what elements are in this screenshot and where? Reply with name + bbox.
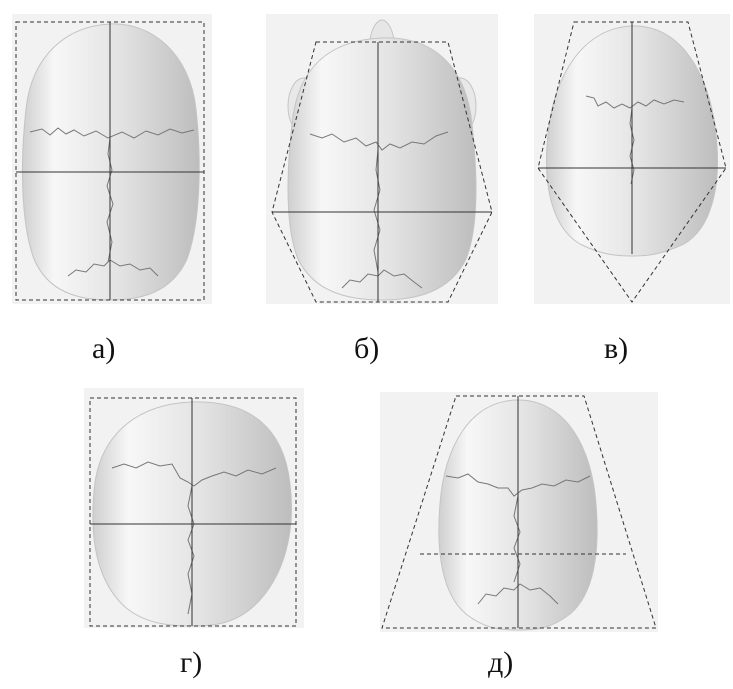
skull-a-drawing — [15, 21, 205, 301]
skull-outline — [21, 23, 200, 301]
coronal-suture — [111, 461, 277, 487]
sagittal-suture — [513, 495, 521, 583]
skull-diagram-g — [84, 388, 304, 628]
bounding-rhombus — [537, 21, 727, 303]
nose-tip — [369, 19, 395, 41]
skull-diagram-b — [266, 14, 498, 304]
skull-outline — [287, 37, 477, 301]
skull-diagram-a — [12, 14, 212, 304]
caption-g: г) — [180, 646, 203, 679]
caption-d: д) — [488, 646, 514, 679]
skull-diagram-v — [534, 14, 730, 304]
lambdoid-suture — [341, 269, 423, 289]
coronal-suture — [585, 95, 685, 109]
coronal-suture — [309, 131, 449, 151]
sagittal-suture — [373, 149, 381, 273]
skull-d-drawing — [381, 395, 657, 631]
caption-b: б) — [354, 332, 380, 365]
skull-g-drawing — [89, 397, 297, 627]
caption-v: в) — [604, 332, 629, 365]
bounding-trapezoid — [381, 395, 657, 629]
caption-a: а) — [92, 332, 116, 365]
sagittal-suture — [187, 485, 195, 615]
coronal-suture — [29, 127, 195, 139]
skull-v-drawing — [537, 21, 727, 303]
skull-b-drawing — [271, 19, 493, 303]
skull-diagram-d — [380, 392, 658, 632]
coronal-suture — [445, 473, 591, 497]
lambdoid-suture — [477, 583, 559, 605]
